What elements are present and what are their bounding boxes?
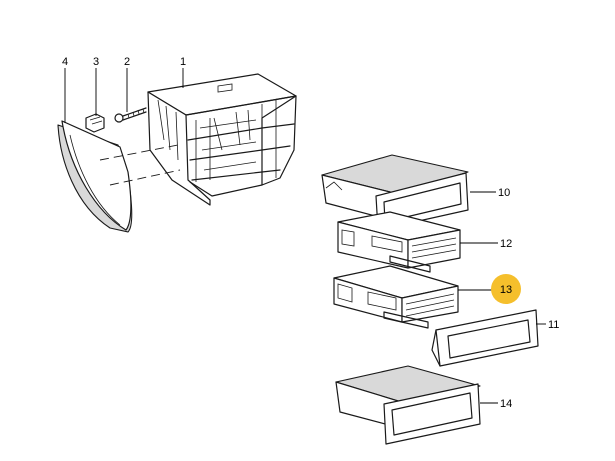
part-13-cd-changer[interactable] xyxy=(333,265,459,329)
callout-14[interactable]: 14 xyxy=(500,398,512,410)
leader-lines xyxy=(64,68,546,404)
part-4-trim-panel[interactable] xyxy=(57,120,133,233)
callout-3[interactable]: 3 xyxy=(93,56,99,68)
part-11-cover-plate[interactable] xyxy=(431,309,539,367)
callout-10[interactable]: 10 xyxy=(498,187,510,199)
part-2-screw[interactable] xyxy=(114,107,147,123)
part-3-clip[interactable] xyxy=(85,113,105,133)
callout-13[interactable]: 13 xyxy=(500,284,512,296)
highlight-marker xyxy=(491,274,521,304)
callout-11[interactable]: 11 xyxy=(548,319,559,331)
part-1-mounting-frame[interactable] xyxy=(147,73,297,206)
callout-4[interactable]: 4 xyxy=(62,56,68,68)
assembly-lines xyxy=(99,144,181,186)
callout-12[interactable]: 12 xyxy=(500,238,512,250)
part-12-cd-changer[interactable] xyxy=(337,211,461,273)
callout-1[interactable]: 1 xyxy=(180,56,186,68)
callout-2[interactable]: 2 xyxy=(124,56,130,68)
part-14-storage-tray[interactable] xyxy=(335,365,481,445)
